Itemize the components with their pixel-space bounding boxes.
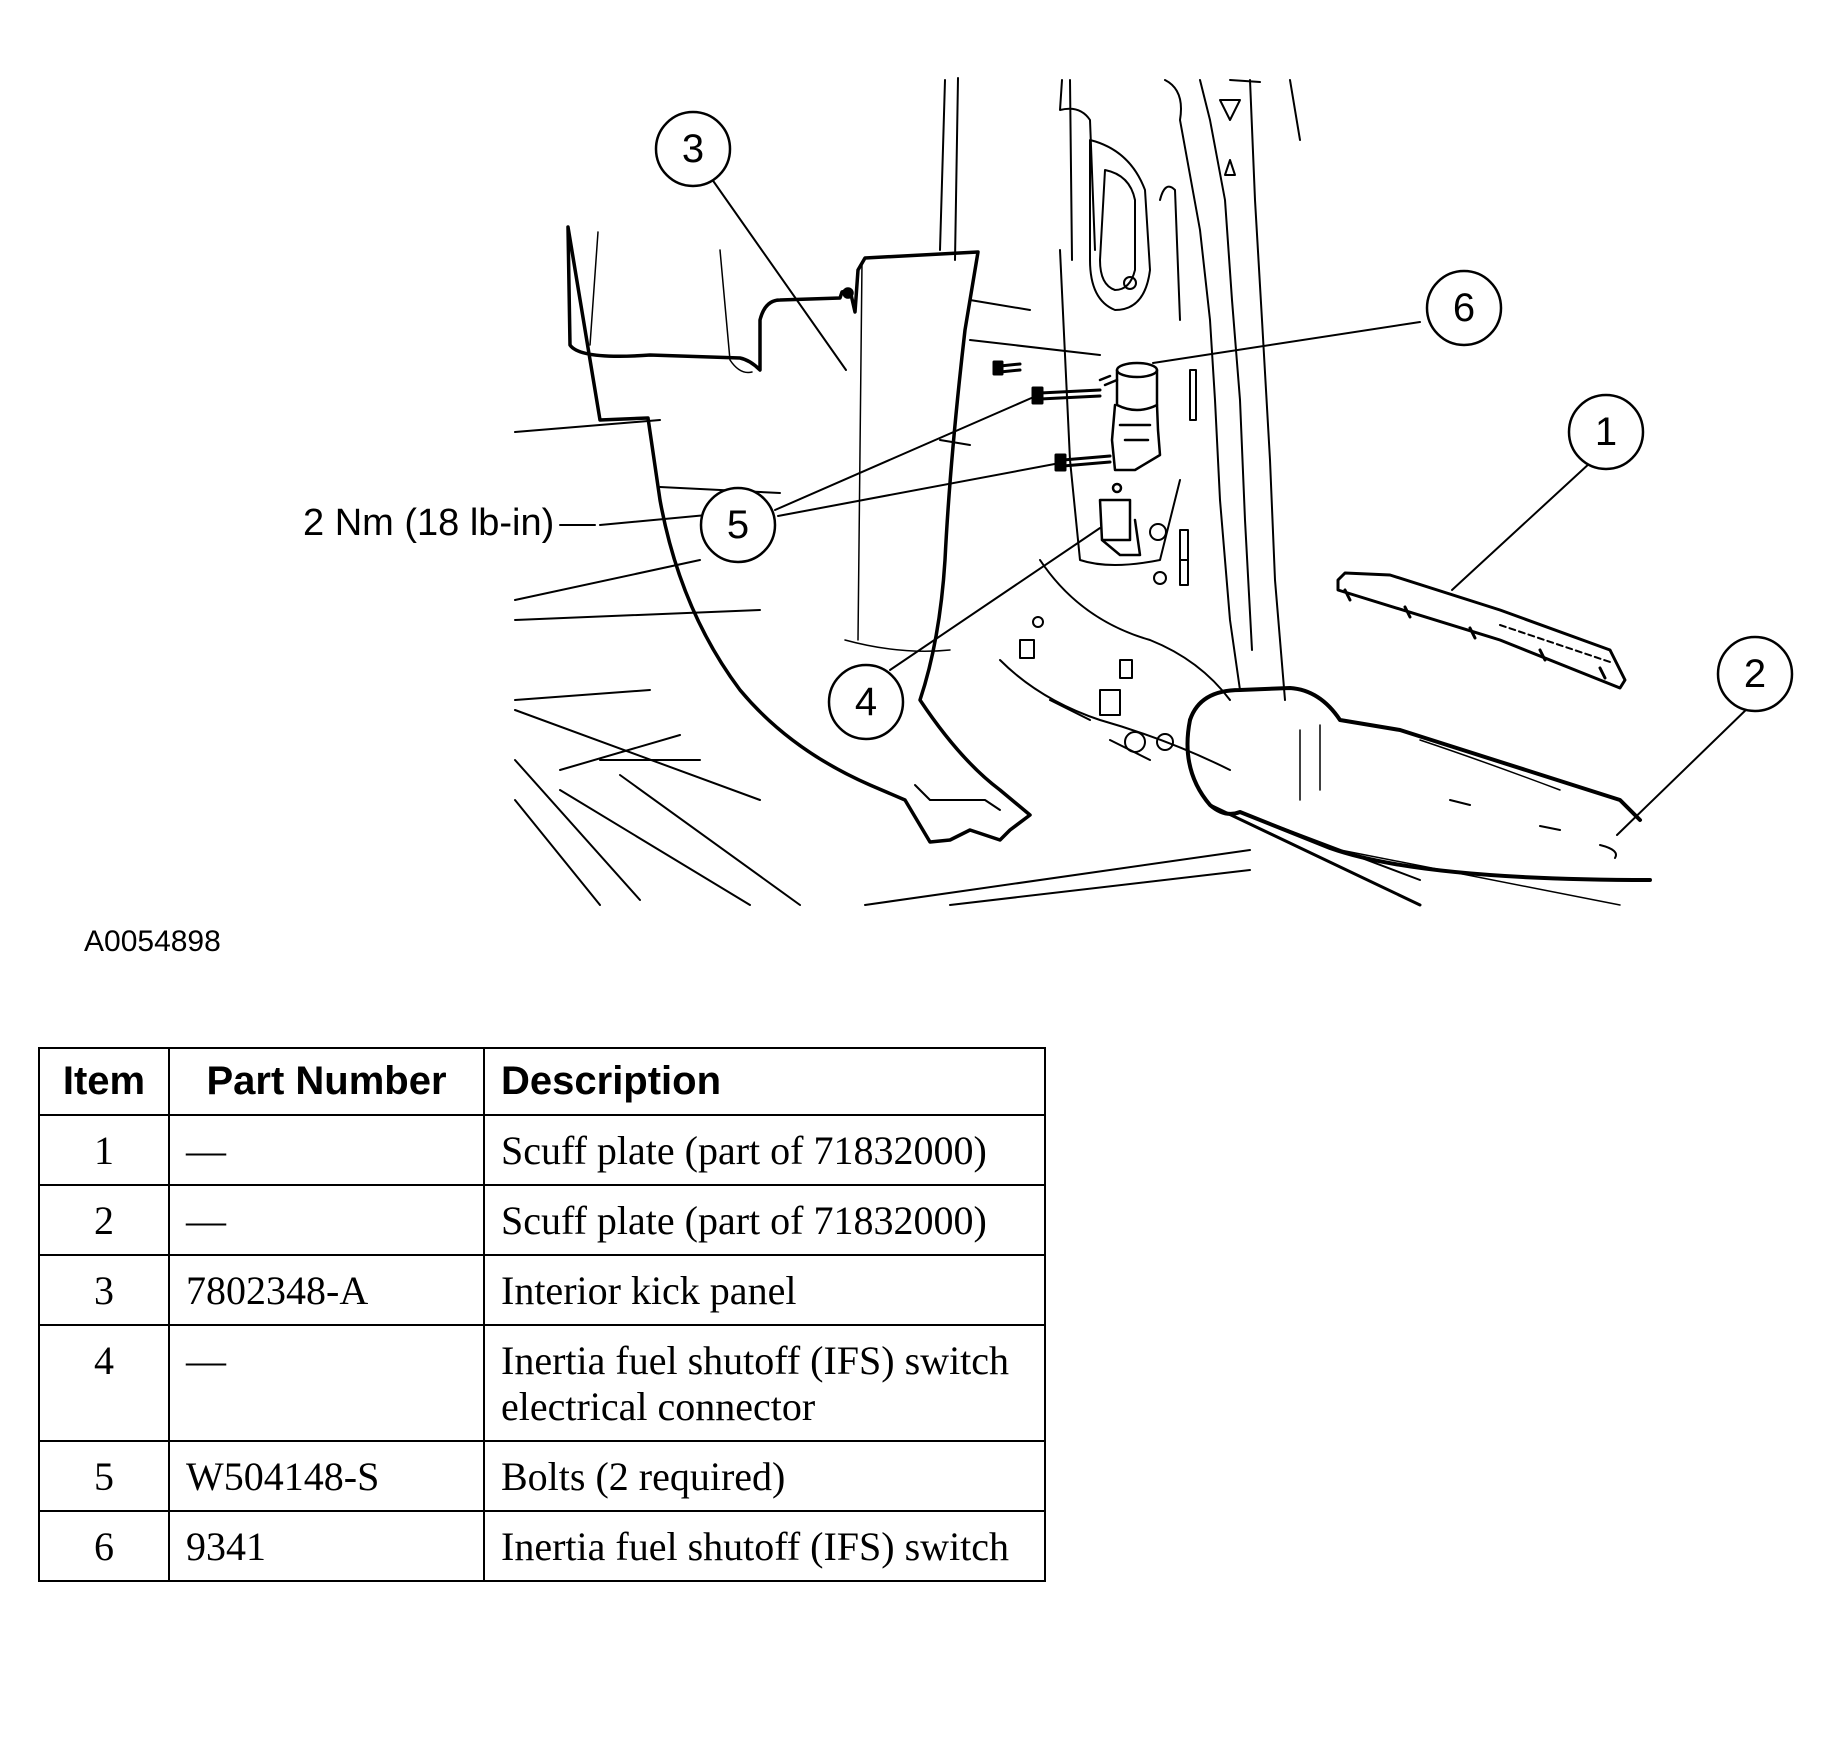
table-row: 4 — Inertia fuel shutoff (IFS) switch el… bbox=[38, 1324, 1046, 1442]
kick-panel bbox=[566, 225, 1032, 844]
cell-description: Bolts (2 required) bbox=[483, 1440, 1046, 1512]
cell-item: 3 bbox=[38, 1254, 170, 1326]
table-row: 2 — Scuff plate (part of 71832000) bbox=[38, 1184, 1046, 1256]
cell-description: Scuff plate (part of 71832000) bbox=[483, 1114, 1046, 1186]
scuff-plate-small bbox=[1336, 571, 1627, 690]
callout-4: 4 bbox=[855, 680, 877, 724]
header-item: Item bbox=[38, 1047, 170, 1116]
cell-part-number: 7802348-A bbox=[168, 1254, 485, 1326]
torque-spec-label: 2 Nm (18 lb-in) bbox=[303, 502, 554, 544]
cell-part-number: — bbox=[168, 1324, 485, 1442]
cell-item: 1 bbox=[38, 1114, 170, 1186]
cell-description: Interior kick panel bbox=[483, 1254, 1046, 1326]
cell-item: 2 bbox=[38, 1184, 170, 1256]
callout-2: 2 bbox=[1744, 652, 1766, 696]
b-pillar bbox=[939, 77, 1301, 771]
table-row: 6 9341 Inertia fuel shutoff (IFS) switch bbox=[38, 1510, 1046, 1582]
cell-description: Inertia fuel shutoff (IFS) switch electr… bbox=[483, 1324, 1046, 1442]
cell-item: 5 bbox=[38, 1440, 170, 1512]
header-part-number: Part Number bbox=[168, 1047, 485, 1116]
cell-description: Inertia fuel shutoff (IFS) switch bbox=[483, 1510, 1046, 1582]
callout-5: 5 bbox=[727, 503, 749, 547]
callout-3: 3 bbox=[682, 127, 704, 171]
callout-circles bbox=[654, 110, 1794, 741]
cell-part-number: — bbox=[168, 1114, 485, 1186]
callout-6: 6 bbox=[1453, 286, 1475, 330]
cell-part-number: 9341 bbox=[168, 1510, 485, 1582]
cell-item: 4 bbox=[38, 1324, 170, 1442]
callout-1: 1 bbox=[1595, 410, 1617, 454]
cell-part-number: — bbox=[168, 1184, 485, 1256]
cell-part-number: W504148-S bbox=[168, 1440, 485, 1512]
ifs-switch bbox=[1098, 361, 1162, 557]
bolts bbox=[992, 360, 1112, 472]
table-row: 3 7802348-A Interior kick panel bbox=[38, 1254, 1046, 1326]
exploded-view-diagram: 1 2 3 4 5 6 2 Nm (18 lb-in) bbox=[303, 77, 1794, 907]
table-row: 5 W504148-S Bolts (2 required) bbox=[38, 1440, 1046, 1512]
floor-lines bbox=[514, 299, 1251, 906]
table-row: 1 — Scuff plate (part of 71832000) bbox=[38, 1114, 1046, 1186]
scuff-plate-large bbox=[1185, 686, 1652, 907]
figure-id: A0054898 bbox=[84, 925, 221, 958]
cell-item: 6 bbox=[38, 1510, 170, 1582]
header-description: Description bbox=[483, 1047, 1046, 1116]
leader-lines bbox=[559, 174, 1753, 836]
cell-description: Scuff plate (part of 71832000) bbox=[483, 1184, 1046, 1256]
table-header-row: Item Part Number Description bbox=[38, 1047, 1046, 1116]
parts-table: Item Part Number Description 1 — Scuff p… bbox=[38, 1047, 1046, 1582]
